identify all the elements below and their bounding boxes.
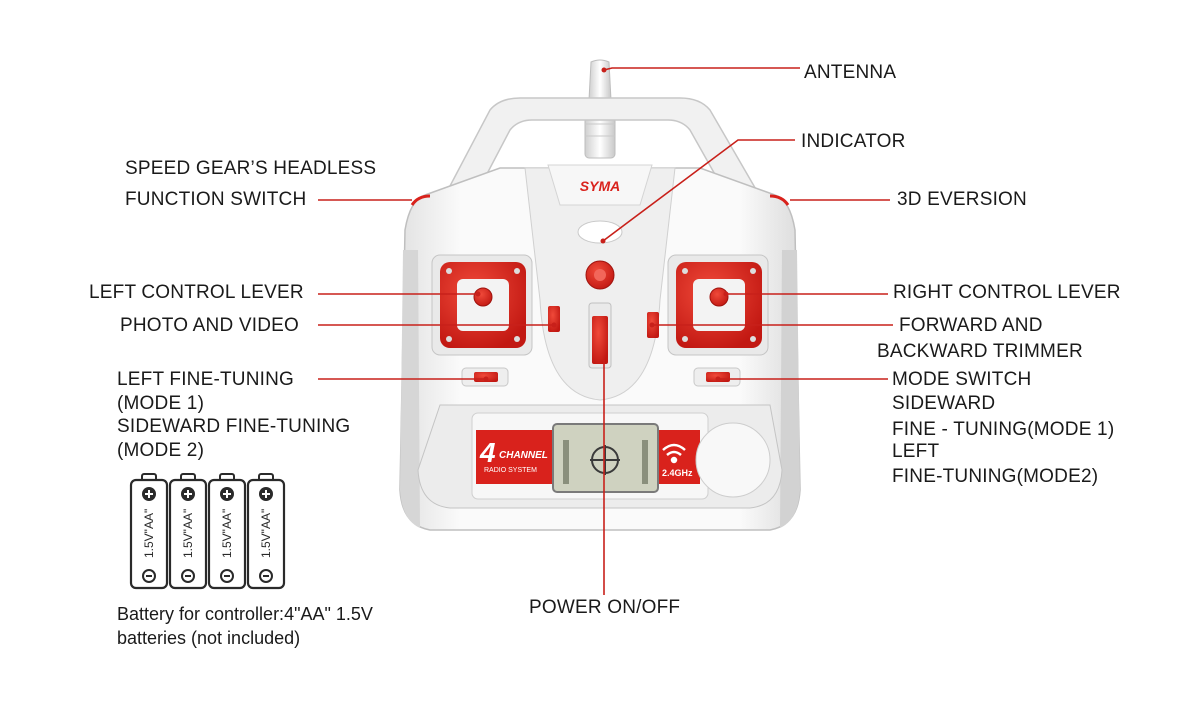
brand-logo: SYMA (580, 178, 620, 194)
label-3d-eversion: 3D EVERSION (897, 189, 1027, 210)
photo-video-trim[interactable] (548, 306, 560, 332)
label-indicator: INDICATOR (801, 131, 906, 152)
battery-cell: 1.5V"AA" (168, 473, 208, 590)
wifi-icon (662, 443, 686, 464)
battery-cell: 1.5V"AA" (129, 473, 169, 590)
minus-icon (220, 569, 234, 583)
label-mode-switch-1: MODE SWITCH (892, 369, 1032, 390)
3d-eversion-switch[interactable] (769, 194, 790, 206)
channel-text: CHANNEL (499, 450, 548, 461)
indicator-light (577, 220, 623, 244)
frequency-text: 2.4GHz (662, 468, 693, 478)
battery-label: 1.5V"AA" (220, 509, 234, 558)
battery-cover[interactable] (695, 422, 771, 498)
plus-icon (181, 487, 195, 501)
plus-icon (142, 487, 156, 501)
battery-note-line2: batteries (not included) (117, 628, 301, 648)
label-left-fine-tuning-3: SIDEWARD FINE-TUNING (117, 416, 351, 437)
label-antenna: ANTENNA (804, 62, 897, 83)
minus-icon (142, 569, 156, 583)
channel-number: 4 (479, 437, 496, 468)
label-left-fine-tuning-2: (MODE 1) (117, 393, 205, 414)
label-left-control-lever: LEFT CONTROL LEVER (89, 282, 304, 303)
power-switch[interactable] (592, 316, 608, 364)
display-panel: 4 CHANNEL RADIO SYSTEM 2.4GHz (417, 404, 783, 509)
leader-antenna (603, 67, 800, 71)
label-mode-switch-2: SIDEWARD (892, 393, 996, 414)
batteries: 1.5V"AA" 1.5V"AA" 1.5V"AA" 1.5V"AA" (129, 473, 286, 590)
plus-icon (220, 487, 234, 501)
label-speed-gear-2: FUNCTION SWITCH (125, 189, 307, 210)
label-right-control-lever: RIGHT CONTROL LEVER (893, 282, 1121, 303)
label-forward-backward-1: FORWARD AND (899, 315, 1043, 336)
minus-icon (181, 569, 195, 583)
leader-indicator (602, 139, 795, 242)
label-photo-video: PHOTO AND VIDEO (120, 315, 299, 336)
label-left-fine-tuning-4: (MODE 2) (117, 440, 205, 461)
label-forward-backward-2: BACKWARD TRIMMER (877, 341, 1083, 362)
label-mode-switch-5: FINE-TUNING(MODE2) (892, 466, 1099, 487)
battery-label: 1.5V"AA" (142, 509, 156, 558)
battery-cell: 1.5V"AA" (207, 473, 247, 590)
label-speed-gear-1: SPEED GEAR’S HEADLESS (125, 158, 377, 179)
leader-lines (318, 67, 893, 595)
battery-note-line1: Battery for controller:4"AA" 1.5V (117, 604, 373, 624)
label-mode-switch-4: LEFT (892, 441, 940, 462)
battery-label: 1.5V"AA" (259, 509, 273, 558)
speed-gear-switch[interactable] (410, 194, 431, 206)
battery-label: 1.5V"AA" (181, 509, 195, 558)
minus-icon (259, 569, 273, 583)
label-mode-switch-3: FINE - TUNING(MODE 1) (892, 419, 1115, 440)
right-control-lever[interactable] (667, 254, 769, 356)
battery-cell: 1.5V"AA" (246, 473, 286, 590)
label-left-fine-tuning-1: LEFT FINE-TUNING (117, 369, 295, 390)
radio-system-text: RADIO SYSTEM (484, 467, 537, 474)
plus-icon (259, 487, 273, 501)
label-power: POWER ON/OFF (529, 597, 681, 618)
left-control-lever[interactable] (431, 254, 533, 356)
